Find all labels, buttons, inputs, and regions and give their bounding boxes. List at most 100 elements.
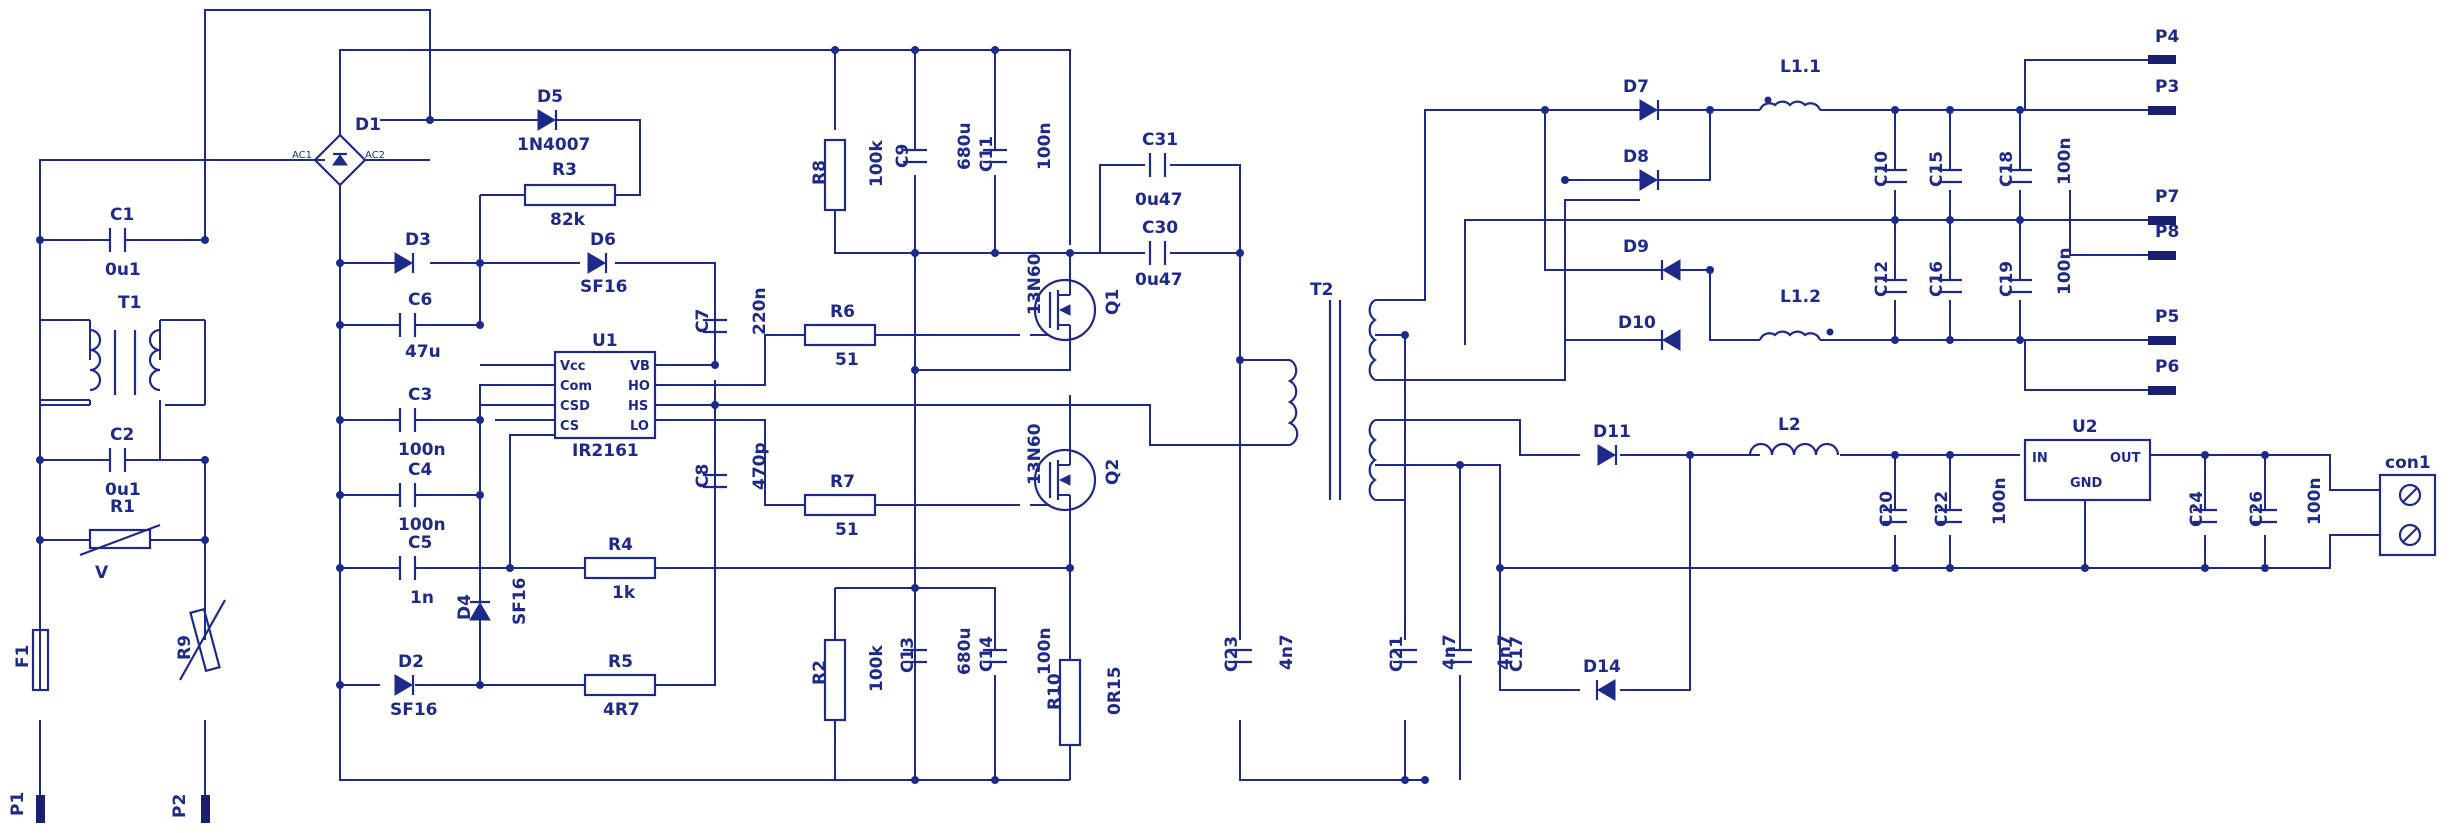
val-c31: 0u47 xyxy=(1135,190,1183,210)
resistor-r6 xyxy=(803,323,877,347)
bridge-d1 xyxy=(313,133,367,187)
diode-d8 xyxy=(1639,169,1680,191)
val-c9: 680u xyxy=(955,122,975,170)
capacitor-c14 xyxy=(983,648,1007,664)
val-c6: 47u xyxy=(405,342,441,362)
capacitor-c2 xyxy=(108,448,127,472)
val-u1: IR2161 xyxy=(572,441,639,461)
ic-u1 xyxy=(553,350,657,440)
ref-r3: R3 xyxy=(552,160,577,180)
val-c18: 100n xyxy=(2055,137,2075,185)
val-c2: 0u1 xyxy=(105,480,141,500)
val-r6: 51 xyxy=(835,350,859,370)
ref-t2: T2 xyxy=(1310,280,1333,300)
transformer-t2 xyxy=(1287,299,1377,501)
val-r2: 100k xyxy=(867,645,887,692)
val-r10: 0R15 xyxy=(1105,666,1125,715)
capacitor-c8 xyxy=(703,473,727,489)
ref-q1: Q1 xyxy=(1103,289,1123,315)
u1-pin-vcc: Vcc xyxy=(560,359,585,374)
ref-r1: R1 xyxy=(110,497,135,517)
u2-pin-in: IN xyxy=(2032,451,2048,466)
ref-c2: C2 xyxy=(110,425,134,445)
ref-p4: P4 xyxy=(2155,27,2179,47)
val-c11: 100n xyxy=(1035,122,1055,170)
capacitor-c5 xyxy=(398,556,417,580)
val-d2: SF16 xyxy=(390,700,438,720)
val-q1: 13N60 xyxy=(1025,253,1045,315)
capacitor-c23 xyxy=(1228,648,1252,664)
val-c3: 100n xyxy=(398,440,446,460)
capacitor-c4 xyxy=(398,483,417,507)
ref-p7: P7 xyxy=(2155,187,2179,207)
val-c21: 4n7 xyxy=(1440,634,1460,670)
ref-r8: R8 xyxy=(810,160,830,185)
capacitor-c16 xyxy=(1938,278,1962,294)
ref-c23: C23 xyxy=(1222,636,1242,672)
capacitor-c26 xyxy=(2253,508,2277,524)
diode-d6 xyxy=(587,252,608,274)
diode-d14 xyxy=(1595,679,1616,701)
ref-c18: C18 xyxy=(1997,151,2017,187)
ref-r4: R4 xyxy=(608,535,633,555)
resistor-r4 xyxy=(583,556,657,580)
ref-q2: Q2 xyxy=(1103,459,1123,485)
diode-d11 xyxy=(1597,444,1618,466)
ref-c26: C26 xyxy=(2247,491,2267,527)
ref-p6: P6 xyxy=(2155,357,2179,377)
u1-pin-csd: CSD xyxy=(560,399,590,414)
u2-pin-gnd: GND xyxy=(2070,476,2103,491)
val-c23: 4n7 xyxy=(1277,634,1297,670)
varistor-r1 xyxy=(79,523,161,557)
capacitor-c21 xyxy=(1393,648,1417,664)
ref-d6: D6 xyxy=(590,230,616,250)
ref-c19: C19 xyxy=(1997,261,2017,297)
ref-u2: U2 xyxy=(2072,417,2098,437)
capacitor-c18 xyxy=(2008,168,2032,184)
ref-c13: C13 xyxy=(898,637,918,673)
capacitor-c31 xyxy=(1148,153,1167,177)
val-r1: V xyxy=(95,563,109,583)
capacitor-c13 xyxy=(903,648,927,664)
val-r3: 82k xyxy=(550,210,586,230)
diode-d2 xyxy=(394,674,415,696)
ref-c5: C5 xyxy=(408,533,432,553)
pin-ac1: AC1 xyxy=(292,150,312,161)
capacitor-c12 xyxy=(1883,278,1907,294)
mosfet-q1 xyxy=(1030,270,1097,345)
ref-c11: C11 xyxy=(977,136,997,172)
val-c13: 680u xyxy=(955,627,975,675)
val-r7: 51 xyxy=(835,520,859,540)
ref-d7: D7 xyxy=(1623,77,1649,97)
val-c5: 1n xyxy=(410,588,434,608)
val-q2: 13N60 xyxy=(1025,423,1045,485)
ref-c9: C9 xyxy=(893,144,913,168)
capacitor-c6 xyxy=(398,313,417,337)
val-c4: 100n xyxy=(398,515,446,535)
diode-d10 xyxy=(1565,329,1681,351)
ref-c12: C12 xyxy=(1872,261,1892,297)
val-c1: 0u1 xyxy=(105,260,141,280)
capacitor-c30 xyxy=(1148,241,1167,265)
val-c26: 100n xyxy=(2305,477,2325,525)
u1-pin-com: Com xyxy=(560,379,592,394)
mosfet-q2 xyxy=(1030,440,1097,520)
ref-c30: C30 xyxy=(1142,218,1178,238)
val-d4: SF16 xyxy=(510,577,530,625)
val-r8: 100k xyxy=(867,140,887,187)
ref-d1: D1 xyxy=(355,115,381,135)
capacitor-c20 xyxy=(1883,508,1907,524)
ref-c7: C7 xyxy=(693,309,713,333)
val-d5: 1N4007 xyxy=(517,135,590,155)
u1-pin-cs: CS xyxy=(560,419,579,434)
ref-c3: C3 xyxy=(408,385,432,405)
u1-pin-hs: HS xyxy=(628,399,648,414)
ref-c14: C14 xyxy=(977,636,997,672)
junctions xyxy=(36,46,2269,784)
output-ports xyxy=(2148,55,2176,395)
ref-t1: T1 xyxy=(118,293,141,313)
diode-d3 xyxy=(394,252,415,274)
ref-d4: D4 xyxy=(455,594,475,620)
ref-d11: D11 xyxy=(1593,422,1631,442)
